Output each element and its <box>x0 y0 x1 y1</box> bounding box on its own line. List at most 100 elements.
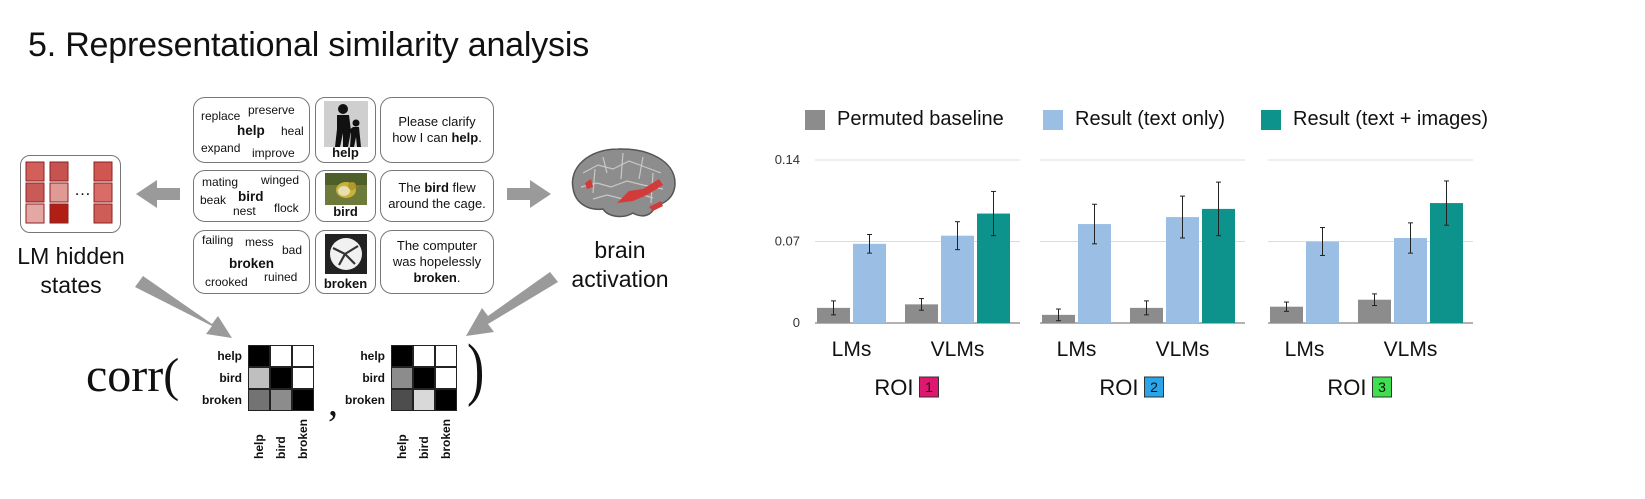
rsm-lm-cell <box>292 345 314 367</box>
word: preserve <box>248 103 295 117</box>
legend-swatch-text-only <box>1043 110 1063 130</box>
roi-number: 2 <box>1150 379 1158 395</box>
rsm-lm-cell <box>270 389 292 411</box>
word-bold: help <box>237 123 265 138</box>
word: crooked <box>205 275 248 289</box>
rsm-lm-cell <box>270 367 292 389</box>
bar-baseline <box>905 304 938 323</box>
roi-label: ROI <box>1327 375 1366 400</box>
word-bold: broken <box>229 256 275 271</box>
rsm-brain-cell <box>435 367 457 389</box>
sentence-card-broken: The computer was hopelessly broken. <box>380 230 494 294</box>
word: bad <box>282 243 303 257</box>
sentence-text: The computer was hopelessly <box>392 238 482 269</box>
rsm-lm-row-label: broken <box>201 393 242 407</box>
word: heal <box>281 124 304 138</box>
word: winged <box>261 173 300 187</box>
rsm-lm-cell <box>248 345 270 367</box>
rsm-brain-cell <box>413 389 435 411</box>
rsm-lm-cell <box>248 389 270 411</box>
sentence-target-word: bird <box>424 180 449 195</box>
broken-disc-icon <box>325 234 367 274</box>
bar-baseline <box>1270 306 1303 323</box>
legend-label-text-only: Result (text only) <box>1075 108 1226 130</box>
rsm-brain-row-label: broken <box>344 393 385 407</box>
ellipsis-text: … <box>74 180 91 199</box>
sentence-text: . <box>478 130 482 145</box>
word: flock <box>274 201 299 215</box>
word: failing <box>202 233 234 247</box>
group-label: LMs <box>1057 338 1097 361</box>
rsm-lm-col-label: bird <box>274 436 288 459</box>
corr-close-paren: ) <box>467 331 485 408</box>
roi-label: ROI <box>874 375 913 400</box>
image-label: help <box>332 145 359 160</box>
image-card-broken: broken <box>315 230 376 294</box>
helping-silhouette-icon <box>324 101 368 147</box>
rsm-lm-cell <box>248 367 270 389</box>
rsm-lm-col-label: help <box>252 434 266 459</box>
rsm-brain-col-label: broken <box>439 418 453 459</box>
rsm-brain-cell <box>391 389 413 411</box>
corr-comma: , <box>328 379 338 424</box>
rsm-brain-col-label: help <box>395 434 409 459</box>
roi-badge <box>919 376 939 398</box>
word: replace <box>201 109 241 123</box>
sentence-target-word: broken <box>413 270 457 285</box>
rsm-brain-cell <box>413 367 435 389</box>
word: improve <box>252 146 295 160</box>
y-tick-label: 0 <box>793 315 800 330</box>
rsm-lm-col-label: broken <box>296 418 310 459</box>
rsm-lm-cell <box>292 389 314 411</box>
corr-function-text: corr( <box>86 349 180 402</box>
roi-number: 1 <box>925 379 933 395</box>
hidden-state-grid-icon <box>25 161 113 224</box>
lm-hidden-states-label: LM hidden states <box>17 243 125 298</box>
legend-swatch-baseline <box>805 110 825 130</box>
image-card-bird: bird <box>315 170 376 222</box>
rsm-brain-cell <box>435 345 457 367</box>
roi-label: ROI <box>1099 375 1138 400</box>
bar-baseline <box>1130 307 1163 323</box>
word-cloud-broken: failing mess bad broken crooked ruined <box>193 230 310 294</box>
sentence-target-word: help <box>451 130 479 145</box>
word-cloud-bird: mating winged bird beak nest flock <box>193 170 310 222</box>
brain-icon <box>571 148 676 218</box>
sentence-text: . <box>456 270 461 285</box>
word-cloud-help: replace preserve help heal expand improv… <box>193 97 310 163</box>
image-label: broken <box>323 276 368 291</box>
group-label: LMs <box>1285 338 1325 361</box>
bar-baseline <box>1358 299 1391 323</box>
bar-text <box>853 243 886 323</box>
lm-hidden-states-box: … <box>20 155 121 233</box>
rsm-brain-cell <box>413 345 435 367</box>
arrow-left-icon <box>136 180 180 208</box>
legend-swatch-text-images <box>1261 110 1281 130</box>
sentence-text: The <box>398 180 425 195</box>
bird-photo-icon <box>325 173 367 205</box>
rsm-lm-row-label: help <box>217 349 242 363</box>
sentence-text: flew around the cage. <box>388 180 486 211</box>
word: expand <box>201 141 241 155</box>
roi-number: 3 <box>1378 379 1386 395</box>
rsm-brain-col-label: bird <box>417 436 431 459</box>
rsm-lm-row-label: bird <box>219 371 242 385</box>
rsm-brain-row-label: help <box>360 349 385 363</box>
bar-text <box>941 235 974 323</box>
rsm-brain-cell <box>435 389 457 411</box>
sentence-card-help: Please clarify how I can help. <box>380 97 494 163</box>
word: mess <box>245 235 274 249</box>
word-bold: bird <box>238 189 264 204</box>
rsm-brain-cell <box>391 345 413 367</box>
roi-badge <box>1144 376 1164 398</box>
roi-badge <box>1372 376 1392 398</box>
bar-baseline <box>817 307 850 323</box>
image-label: bird <box>333 204 358 219</box>
group-label: VLMs <box>931 338 985 361</box>
group-label: LMs <box>832 338 872 361</box>
sentence-text: Please clarify how I can <box>392 114 476 145</box>
image-card-help: help <box>315 97 376 163</box>
group-label: VLMs <box>1384 338 1438 361</box>
page-title: 5. Representational similarity analysis <box>28 26 590 64</box>
